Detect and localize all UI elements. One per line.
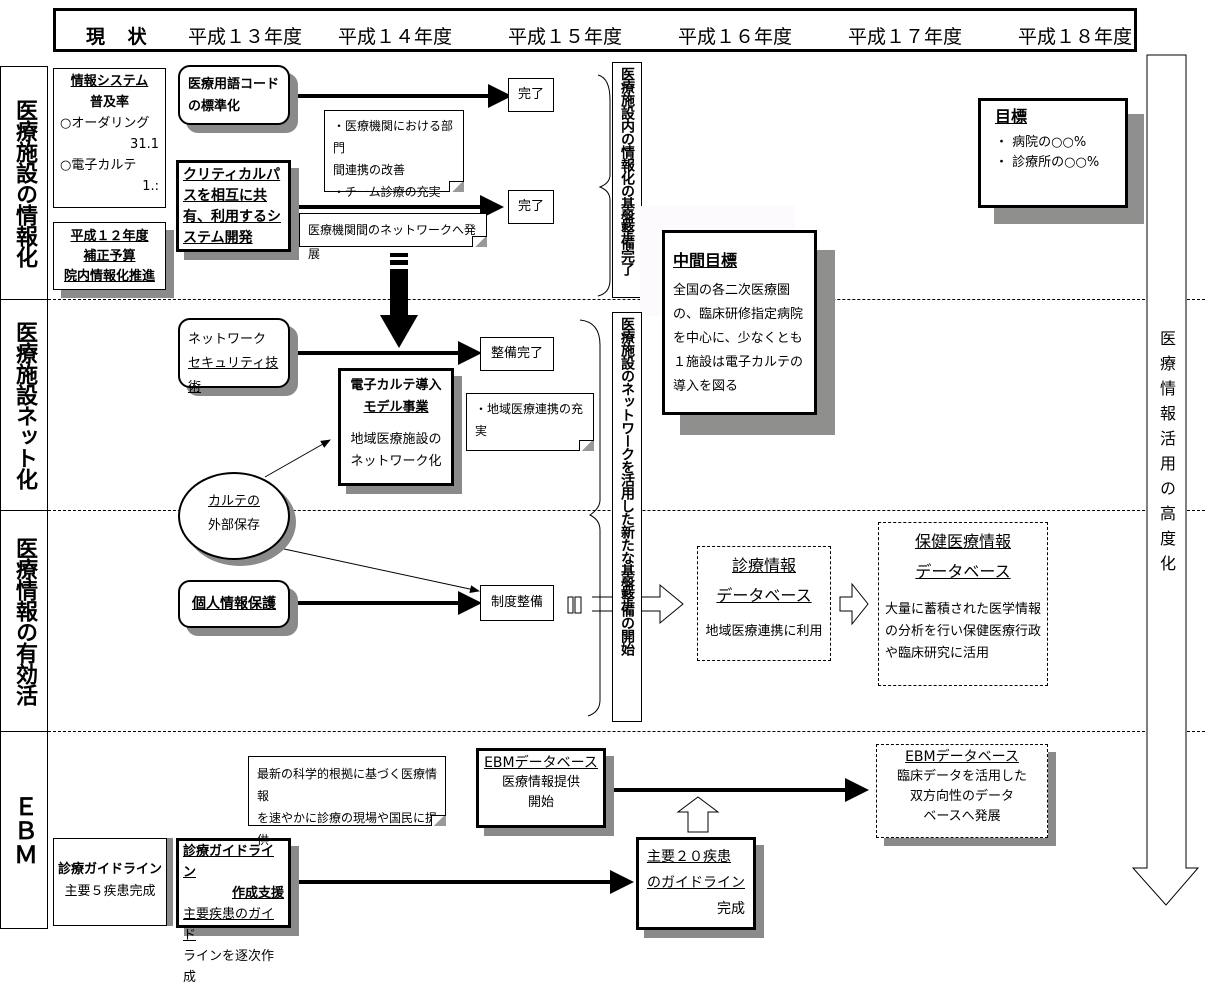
- ebm-database-future-box: EBMデータベース 臨床データを活用した 双方向性のデータ ベースへ発展: [876, 744, 1048, 838]
- network-security-box: ネットワーク セキュリティ技術: [178, 318, 290, 395]
- header-year-h17: 平成１７年度: [848, 26, 963, 48]
- side-arrow-label: 医療情報活用の高度化: [1157, 330, 1176, 580]
- hollow-up-arrow: [676, 796, 720, 833]
- system-development-badge: 制度整備: [480, 585, 554, 621]
- big-down-arrow-head: [380, 315, 418, 348]
- header-year-h16: 平成１６年度: [678, 26, 793, 48]
- row-label-info-use: 医療情報の有効活: [0, 510, 48, 732]
- hollow-right-arrow: [839, 582, 869, 626]
- side-down-arrow: [1131, 54, 1200, 906]
- note-regional-collaboration: ・地域医療連携の充 実: [466, 393, 594, 451]
- big-down-arrow-stripe: [390, 260, 408, 265]
- header-year-h13: 平成１３年度: [188, 26, 303, 48]
- ebm-database-box: EBMデータベース 医療情報提供 開始: [476, 748, 606, 828]
- terminology-standardization-box: 医療用語コード の標準化: [178, 65, 290, 125]
- external-chart-storage-ellipse: カルテの 外部保存: [178, 472, 290, 560]
- bracket-label-row2: 医療施設のネットワークを活用した新たな基盤整備の開始: [612, 312, 642, 722]
- row-label-ebm: ＥＢＭ: [0, 731, 48, 929]
- header-year-h14: 平成１４年度: [338, 26, 453, 48]
- budget-box: 平成１２年度 補正予算 院内情報化推進: [53, 222, 166, 290]
- row-divider: [48, 299, 1205, 300]
- page-fold-icon: [449, 181, 464, 192]
- page-fold-icon: [431, 815, 446, 826]
- note-evidence-info: 最新の科学的根拠に基づく医療情報 を速やかに診療の現場や国民に提供: [248, 756, 446, 847]
- bracket-row1: [597, 74, 611, 297]
- header-year-h18: 平成１８年度: [1018, 26, 1133, 48]
- guideline-support-box: 診療ガイドライン 作成支援 主要疾患のガイド ラインを逐次作成: [176, 838, 291, 985]
- big-down-arrow-shaft: [390, 269, 408, 315]
- done-badge: 整備完了: [480, 337, 554, 371]
- page-fold-icon: [579, 440, 594, 451]
- ehr-model-project-box: 電子カルテ導入 モデル事業 地域医療施設の ネットワーク化: [338, 368, 454, 486]
- adoption-stats-note: 情報システム 普及率 ○オーダリング 31.1 ○電子カルテ 1.:: [53, 68, 166, 208]
- goal-box: 目標 ・ 病院の○○% ・ 診療所の○○%: [978, 98, 1128, 208]
- health-info-db-box: 保健医療情報 データベース 大量に蓄積された医学情報 の分析を行い保健医療行政 …: [878, 522, 1048, 686]
- big-down-arrow-stripe: [390, 253, 408, 257]
- current-guideline-box: 診療ガイドライン 主要５疾患完成: [53, 838, 167, 926]
- row-label-facility-it: 医療施設の情報化: [0, 66, 48, 300]
- page-fold-icon: [472, 236, 487, 247]
- clinical-info-db-box: 診療情報 データベース 地域医療連携に利用: [697, 546, 831, 661]
- privacy-protection-box: 個人情報保護: [178, 580, 290, 628]
- connectors: [264, 54, 1200, 906]
- stripe: [567, 596, 574, 614]
- header-year-h15: 平成１５年度: [508, 26, 623, 48]
- row-label-facility-network: 医療施設ネット化: [0, 299, 48, 511]
- arrow-storage-ehr: [264, 439, 331, 478]
- note-dept-collaboration: ・医療機関における部門 間連携の改善 ・チーム診療の充実: [324, 110, 464, 199]
- bracket-row2-3: [579, 319, 601, 717]
- done-badge: 完了: [508, 190, 554, 224]
- bracket-label-row1: 医療施設内の情報化の基盤整備完了: [612, 62, 642, 298]
- interim-goal-box: 中間目標 全国の各二次医療圏 の、臨床研修指定病院 を中心に、少なくとも １施設…: [662, 230, 817, 415]
- header-current: 現 状: [86, 26, 155, 48]
- major-20-diseases-box: 主要２０疾患 のガイドライン 完成: [636, 837, 756, 930]
- note-network-development: 医療機関間のネットワークへ発展: [299, 213, 487, 261]
- timeline-header: 現 状 平成１３年度 平成１４年度 平成１５年度 平成１６年度 平成１７年度 平…: [53, 8, 1137, 52]
- arrow-storage-system: [274, 546, 480, 594]
- critical-path-box: クリティカルパ スを相互に共 有、利用するシ ステム開発: [176, 160, 291, 252]
- stripe: [574, 596, 582, 614]
- row-divider: [48, 731, 1205, 732]
- done-badge: 完了: [508, 78, 554, 112]
